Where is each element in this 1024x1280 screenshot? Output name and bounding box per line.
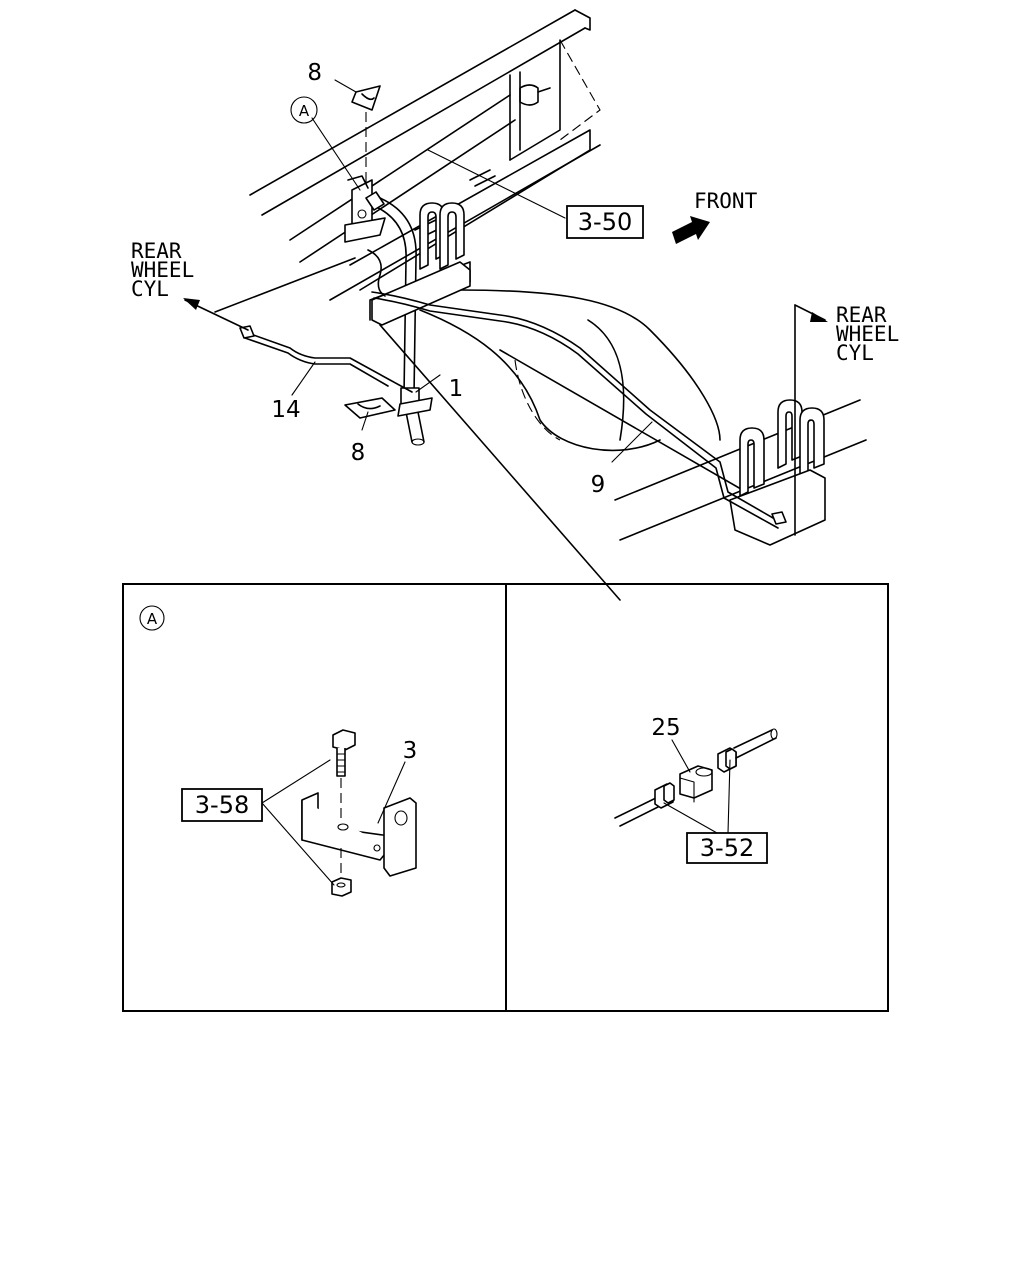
union-detail-panel: 25 3-52: [614, 715, 778, 864]
rear-wheel-cyl-right-line-3: CYL: [836, 341, 874, 365]
leader-25: [671, 739, 691, 773]
front-direction-arrow: [672, 216, 710, 244]
rear-wheel-right-arrow: [794, 304, 828, 536]
union-part-25: [679, 765, 713, 803]
flexible-brake-hose: [365, 191, 425, 446]
ref-box-3-52[interactable]: [686, 832, 768, 864]
leader-3-52-left: [663, 802, 718, 834]
rear-wheel-cyl-left-line-1: REAR: [131, 239, 182, 263]
detail-a-panel: A: [139, 605, 418, 897]
u-bolt-right: [729, 399, 826, 546]
callout-9: 9: [591, 472, 606, 498]
callout-leaders-main: [291, 79, 653, 463]
rear-wheel-cyl-right-line-2: WHEEL: [836, 322, 899, 346]
detail-panels: A: [122, 583, 889, 1012]
callout-8-bottom: 8: [351, 440, 366, 466]
leader-3-58-bolt: [261, 759, 331, 804]
mounting-bracket-main: [344, 175, 386, 243]
detail-a-marker-main-label: A: [299, 102, 310, 120]
callout-8-top: 8: [307, 60, 322, 86]
u-bolt-left: [371, 202, 471, 326]
bracket-part-3: [301, 792, 417, 880]
hose-clip-top: [351, 85, 381, 185]
leader-3: [377, 761, 406, 824]
rear-wheel-left-arrow: [183, 257, 356, 331]
leader-3-52-right: [727, 759, 731, 834]
detail-a-marker-main: [290, 96, 318, 124]
nut: [331, 877, 352, 897]
leader-3-58-nut: [261, 802, 335, 886]
rear-wheel-cyl-left-line-3: CYL: [131, 277, 169, 301]
callout-1: 1: [449, 376, 464, 402]
ref-box-3-50[interactable]: [566, 205, 644, 239]
brake-pipe-14: [239, 249, 413, 393]
ref-box-3-58[interactable]: [181, 788, 263, 822]
callout-3: 3: [403, 738, 418, 764]
callout-25: 25: [651, 715, 680, 741]
front-label: FRONT: [694, 189, 758, 213]
main-assembly-view: A 8 8 1 14 9 3-50 FRONT REAR WHEEL CYL R…: [131, 9, 899, 601]
rear-wheel-cyl-left-line-2: WHEEL: [131, 258, 194, 282]
detail-a-marker-panel-label: A: [147, 610, 158, 628]
bolt: [332, 729, 356, 830]
detail-a-marker-panel: [139, 605, 165, 631]
hose-clip-bottom: [344, 397, 433, 419]
brake-pipe-9: [371, 291, 787, 529]
ref-box-3-58-label: 3-58: [195, 791, 249, 819]
ref-box-3-52-label: 3-52: [700, 834, 754, 862]
ref-box-3-50-label: 3-50: [578, 208, 632, 236]
rear-wheel-cyl-right-line-1: REAR: [836, 303, 887, 327]
callout-14: 14: [271, 397, 300, 423]
